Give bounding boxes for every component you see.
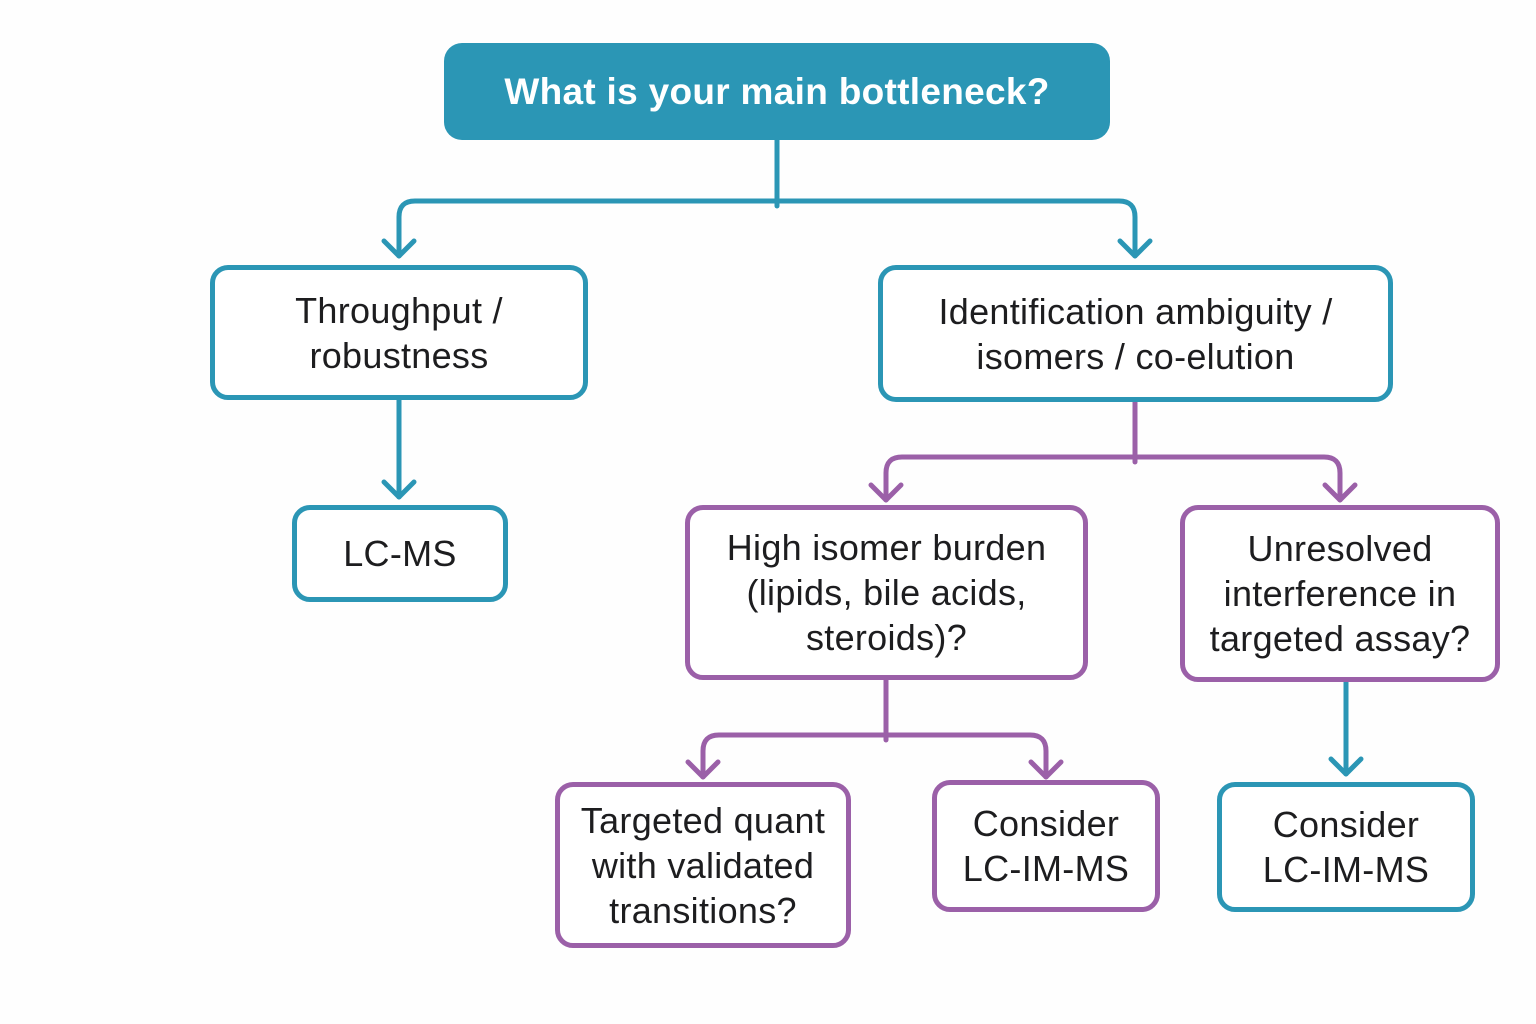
node-lc-ms: LC-MS (292, 505, 508, 602)
node-identification-ambiguity: Identification ambiguity / isomers / co-… (878, 265, 1393, 402)
node-throughput-robustness-label: Throughput / robustness (295, 289, 503, 376)
arrowhead-identification-to-high-isomer-icon (868, 482, 904, 503)
arrowhead-high-isomer-to-targeted-icon (685, 759, 721, 780)
node-high-isomer-burden: High isomer burden (lipids, bile acids, … (685, 505, 1088, 680)
node-root: What is your main bottleneck? (444, 43, 1110, 140)
edge-high-isomer-branch (700, 732, 1049, 780)
arrowhead-high-isomer-to-consider-icon (1028, 759, 1064, 780)
node-targeted-quant-label: Targeted quant with validated transition… (580, 799, 826, 931)
edge-root-branch (396, 198, 1138, 259)
arrowhead-throughput-to-lcms-icon (381, 479, 417, 500)
arrowhead-identification-to-unresolved-icon (1322, 482, 1358, 503)
node-identification-ambiguity-label: Identification ambiguity / isomers / co-… (938, 290, 1333, 377)
node-unresolved-interference-label: Unresolved interference in targeted assa… (1209, 528, 1471, 659)
node-consider-lc-im-ms-left-label: Consider LC-IM-MS (962, 803, 1130, 889)
node-consider-lc-im-ms-right: Consider LC-IM-MS (1217, 782, 1475, 912)
edge-identification-branch (883, 454, 1343, 503)
node-consider-lc-im-ms-left: Consider LC-IM-MS (932, 780, 1160, 912)
node-lc-ms-label: LC-MS (343, 533, 457, 574)
arrowhead-root-to-throughput-icon (381, 238, 417, 259)
node-unresolved-interference: Unresolved interference in targeted assa… (1180, 505, 1500, 682)
node-consider-lc-im-ms-right-label: Consider LC-IM-MS (1262, 804, 1430, 890)
arrowhead-unresolved-to-consider-icon (1328, 756, 1364, 777)
node-targeted-quant: Targeted quant with validated transition… (555, 782, 851, 948)
node-throughput-robustness: Throughput / robustness (210, 265, 588, 400)
arrowhead-root-to-identification-icon (1117, 238, 1153, 259)
node-high-isomer-burden-label: High isomer burden (lipids, bile acids, … (726, 527, 1047, 658)
node-root-label: What is your main bottleneck? (504, 70, 1050, 112)
